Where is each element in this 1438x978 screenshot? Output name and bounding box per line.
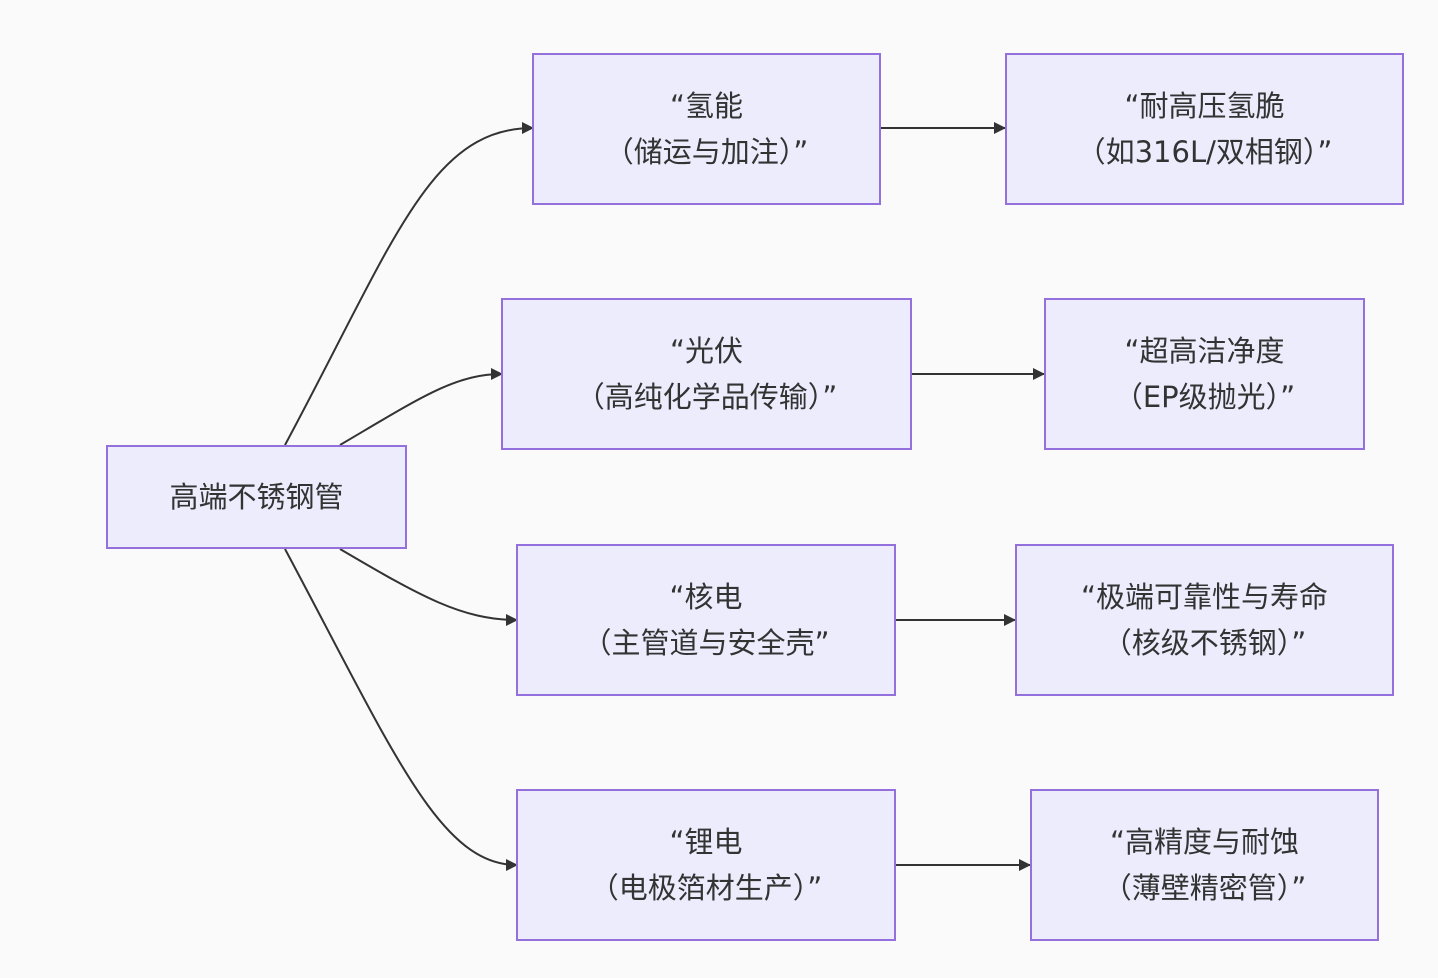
node-app-nuclear-line-1: “核电 [669,580,743,614]
node-req-hydrogen: “耐高压氢脆 （如316L/双相钢）” [1005,53,1404,205]
node-req-pv: “超高洁净度 （EP级抛光）” [1044,298,1365,450]
node-req-lithium: “高精度与耐蚀 （薄壁精密管）” [1030,789,1379,941]
edge-root-to-nuclear [339,548,518,626]
node-app-pv-line-2: （高纯化学品传输）” [575,380,838,414]
node-app-hydrogen-line-1: “氢能 [669,89,744,123]
node-app-nuclear: “核电 （主管道与安全壳” [516,544,896,696]
edge-root-to-pv [339,368,503,446]
node-root: 高端不锈钢管 [106,445,407,549]
node-root-line-1: 高端不锈钢管 [169,480,344,514]
node-req-nuclear: “极端可靠性与寿命 （核级不锈钢）” [1015,544,1394,696]
node-app-pv: “光伏 （高纯化学品传输）” [501,298,912,450]
node-req-lithium-line-1: “高精度与耐蚀 [1109,825,1300,859]
node-req-nuclear-line-2: （核级不锈钢）” [1102,626,1307,660]
node-app-pv-line-1: “光伏 [669,334,744,368]
edge-root-to-hydrogen [284,122,534,446]
node-req-nuclear-line-1: “极端可靠性与寿命 [1080,580,1329,614]
node-app-hydrogen: “氢能 （储运与加注）” [532,53,881,205]
node-req-lithium-line-2: （薄壁精密管）” [1102,871,1307,905]
node-app-hydrogen-line-2: （储运与加注）” [604,135,809,169]
node-app-lithium-line-2: （电极箔材生产）” [589,871,823,905]
node-app-lithium-line-1: “锂电 [669,825,743,859]
node-req-hydrogen-line-1: “耐高压氢脆 [1124,89,1285,123]
node-req-pv-line-2: （EP级抛光）” [1113,380,1296,414]
node-app-nuclear-line-2: （主管道与安全壳” [582,626,830,660]
node-req-pv-line-1: “超高洁净度 [1124,334,1285,368]
edge-root-to-lithium [284,548,518,871]
node-req-hydrogen-line-2: （如316L/双相钢）” [1076,135,1333,169]
node-app-lithium: “锂电 （电极箔材生产）” [516,789,896,941]
